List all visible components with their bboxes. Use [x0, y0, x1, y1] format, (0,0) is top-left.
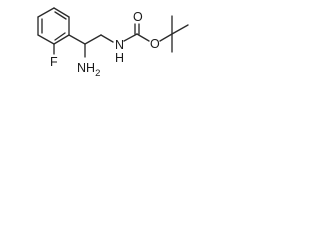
ch2-n-bond	[100, 34, 114, 43]
ring-bond-1	[53, 7, 70, 18]
fluorine-label: F	[50, 55, 58, 69]
ring-bond-3	[53, 34, 70, 45]
n-carbonyl-bond	[123, 33, 138, 42]
carbonyl-oxygen-label: O	[133, 10, 143, 24]
amine-label: NH2	[77, 61, 100, 79]
structure-diagram: F NH2 N H O O	[37, 7, 189, 79]
ring-bond-4	[37, 34, 55, 45]
methyl-bond-right	[171, 24, 189, 35]
ester-tbutyl-bond	[159, 33, 173, 42]
ring-bond-6	[37, 7, 55, 18]
ester-oxygen-label: O	[150, 37, 160, 51]
ring-double-bond-2	[54, 32, 66, 41]
benzene-ring	[37, 7, 70, 45]
ring-ch-bond	[68, 34, 86, 45]
carbonyl-ester-bond	[136, 33, 150, 42]
amide-nitrogen-label: N	[115, 38, 124, 52]
amine-subscript: 2	[95, 68, 100, 79]
amide-hydrogen-label: H	[115, 51, 124, 65]
ring-double-bond-1	[54, 11, 67, 20]
ch-ch2-bond	[84, 34, 102, 45]
